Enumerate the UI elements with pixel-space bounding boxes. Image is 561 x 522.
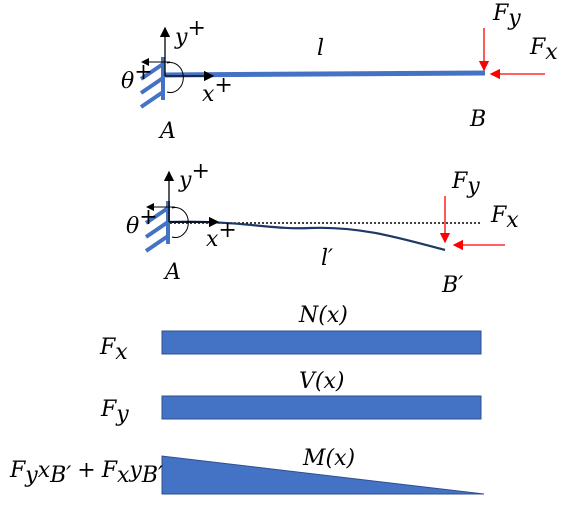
shear-force-title: V(x)	[299, 369, 344, 394]
end-label-b: B	[469, 107, 486, 132]
normal-force-title: N(x)	[298, 303, 348, 328]
shear-force-bar	[161, 395, 482, 420]
normal-force-diagram: N(x) Fx	[99, 303, 482, 365]
end-label-b-prime: B′	[441, 273, 463, 298]
support-label-a: A	[158, 119, 176, 144]
beam	[162, 70, 486, 78]
moment-max-value: FyxB′+FxyB′	[9, 458, 163, 488]
fixed-support-icon	[139, 57, 165, 109]
length-label: l	[317, 36, 324, 61]
force-y-label: Fy	[492, 1, 521, 31]
normal-force-value: Fx	[99, 335, 128, 365]
force-x-label: Fx	[529, 35, 558, 65]
y-axis-label: y+	[174, 16, 206, 50]
x-axis-label: x+	[206, 218, 237, 252]
deflected-beam	[169, 220, 446, 252]
y-axis-label: y+	[178, 159, 210, 193]
shear-force-value: Fy	[100, 397, 129, 427]
x-axis-label: x+	[202, 73, 233, 107]
moment-triangle	[161, 455, 485, 495]
deformed-beam-figure: y+ x+ θ+ l′ A B′ Fy Fx	[126, 159, 519, 298]
support-label-a: A	[163, 260, 181, 285]
normal-force-bar	[161, 330, 482, 355]
rotation-arc-icon	[166, 62, 184, 93]
rotation-arc-icon	[171, 207, 189, 238]
theta-label: θ+	[126, 205, 158, 239]
undeformed-beam-figure: y+ x+ θ+ l A B Fy Fx	[121, 1, 558, 144]
length-label: l′	[321, 246, 333, 271]
force-y-label: Fy	[451, 169, 480, 199]
force-x-label: Fx	[490, 203, 519, 233]
moment-diagram: M(x) FyxB′+FxyB′	[9, 446, 485, 495]
theta-label: θ+	[121, 60, 153, 94]
moment-title: M(x)	[302, 446, 355, 471]
fixed-support-icon	[144, 201, 170, 253]
shear-force-diagram: V(x) Fy	[100, 369, 482, 427]
